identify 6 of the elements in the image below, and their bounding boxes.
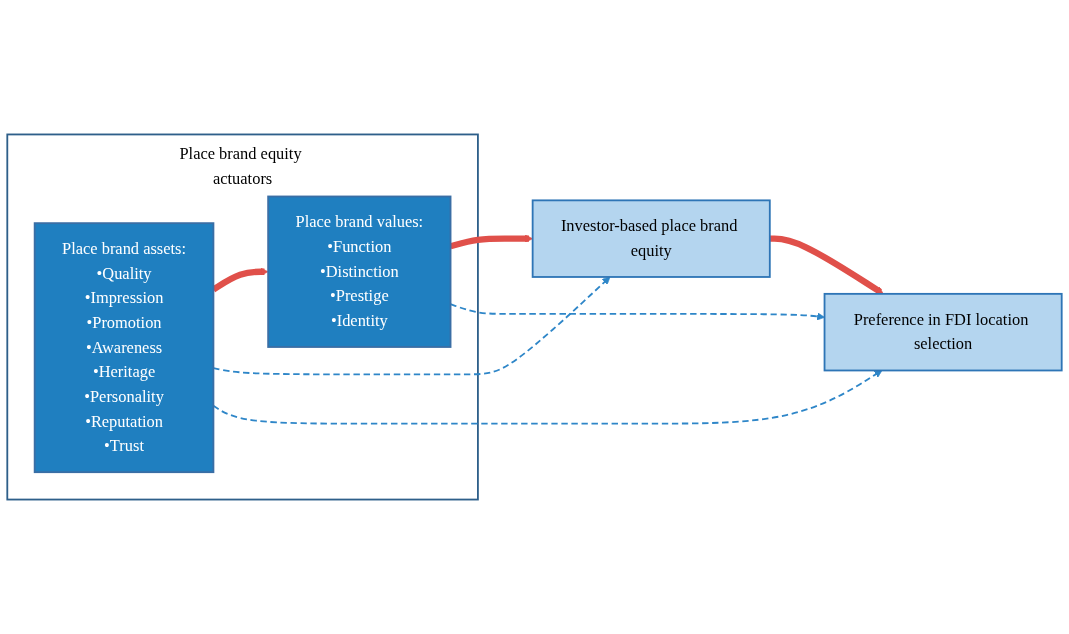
node-box: Preference in FDI location selection bbox=[823, 292, 1063, 372]
arrow bbox=[769, 235, 884, 295]
arrow bbox=[211, 267, 269, 293]
node-box: Place brand values: •Function •Distinction •Prestige •Identity bbox=[267, 195, 452, 348]
node-box: Place brand assets: •Quality •Impression •Promotion •Awareness •Heritage •Personality •Reputation •Trust bbox=[33, 222, 215, 474]
node-box: Investor-based place brand equity bbox=[531, 199, 771, 278]
